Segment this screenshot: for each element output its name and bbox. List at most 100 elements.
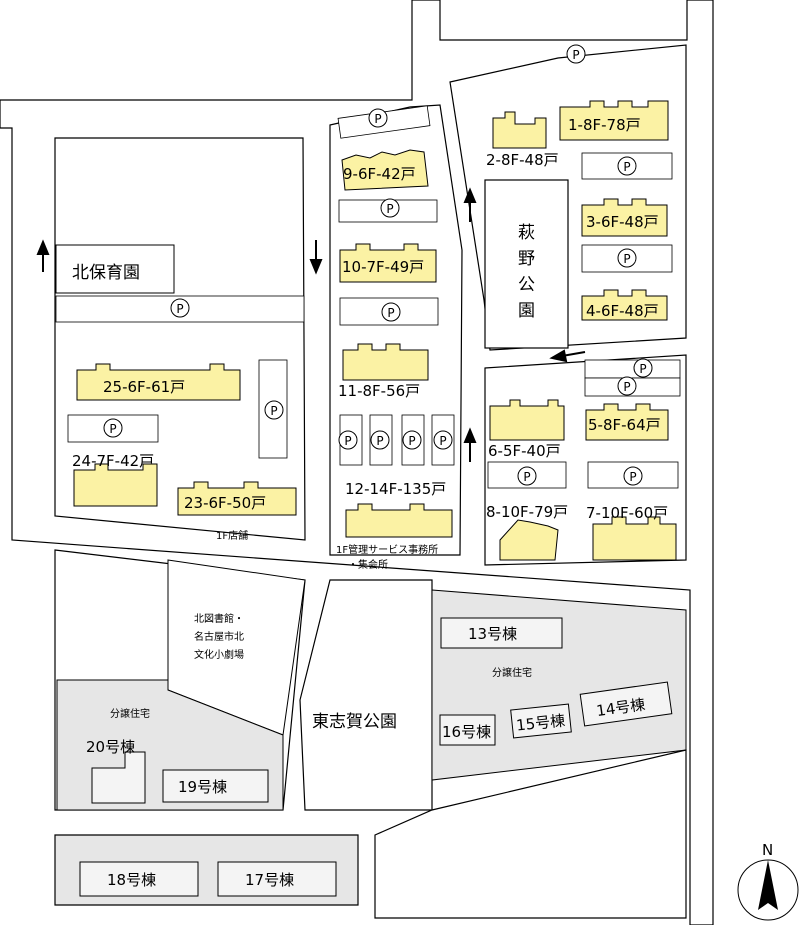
building-13-label: 13号棟: [468, 625, 517, 643]
parking-icon: P: [566, 44, 586, 64]
building-10-label: 10-7F-49戸: [342, 258, 424, 276]
parking-icon: P: [338, 430, 358, 450]
sale-buildings: [79, 617, 673, 897]
nursery-label: 北保育園: [72, 263, 140, 283]
svg-text:P: P: [639, 362, 646, 376]
building-8-shape: [499, 519, 559, 561]
parking-icon: P: [402, 430, 422, 450]
building-5-shape: [585, 403, 669, 441]
building-7-shape: [592, 516, 677, 561]
higashishiga-park-area: [299, 579, 433, 811]
svg-text:P: P: [270, 404, 277, 418]
library-label-line-1: 北図書館・: [194, 612, 244, 625]
building-4-shape: [581, 289, 668, 321]
parking-icon: P: [380, 198, 400, 218]
svg-text:P: P: [374, 112, 381, 126]
building-20-shape: [91, 751, 146, 804]
building-20-label: 20号棟: [86, 738, 135, 756]
hagino-park-label: 萩 野 公 園: [518, 223, 535, 321]
parking-icon: P: [517, 466, 537, 486]
building-16-label: 16号棟: [442, 723, 491, 741]
svg-text:P: P: [408, 434, 415, 448]
building-17-label: 17号棟: [245, 871, 294, 889]
library-label: 北図書館・ 名古屋市北 文化小劇場: [194, 612, 244, 661]
nursery-building: 北保育園: [55, 244, 175, 294]
building-7-label: 7-10F-60戸: [586, 504, 668, 522]
parking-icon: P: [170, 298, 190, 318]
building-11-label: 11-8F-56戸: [338, 382, 420, 400]
parking-icon: P: [381, 302, 401, 322]
higashishiga-park-label: 東志賀公園: [312, 712, 397, 732]
building-10-shape: [339, 243, 437, 283]
building-11-shape: [342, 343, 429, 381]
office-label: 1F管理サービス事務所 ・集会所: [336, 543, 438, 571]
office-label-line-2: ・集会所: [348, 558, 388, 571]
building-9-label: 9-6F-42戸: [343, 165, 416, 183]
svg-text:P: P: [523, 470, 530, 484]
parking-icon: P: [368, 108, 388, 128]
building-25-label: 25-6F-61戸: [103, 378, 185, 396]
parking-icon: P: [103, 418, 123, 438]
svg-text:P: P: [629, 470, 636, 484]
hagino-park: [484, 179, 569, 349]
direction-arrow-icon: [309, 240, 323, 275]
building-9-shape: [341, 149, 429, 191]
building-23-label: 23-6F-50戸: [184, 494, 266, 512]
sale-east-label: 分譲住宅: [492, 666, 532, 679]
building-6-label: 6-5F-40戸: [488, 442, 561, 460]
svg-text:P: P: [176, 302, 183, 316]
building-15-label: 15号棟: [515, 712, 566, 735]
svg-text:P: P: [376, 434, 383, 448]
north-label: N: [762, 841, 773, 859]
building-25-shape: [76, 363, 241, 401]
hagino-park-char-2: 野: [518, 249, 535, 269]
svg-text:P: P: [623, 252, 630, 266]
library-label-line-3: 文化小劇場: [194, 648, 244, 661]
hagino-park-char-3: 公: [518, 275, 535, 295]
building-2-label: 2-8F-48戸: [486, 151, 559, 169]
svg-text:P: P: [572, 48, 579, 62]
parking-icon: P: [433, 430, 453, 450]
building-4-label: 4-6F-48戸: [586, 302, 659, 320]
direction-arrow-icon: [549, 349, 586, 363]
north-arrow-icon: N: [737, 841, 799, 921]
direction-arrows: [36, 187, 586, 462]
parking-icon: P: [633, 358, 653, 378]
building-2-shape: [492, 111, 547, 149]
direction-arrow-icon: [463, 427, 477, 462]
building-1-shape: [559, 100, 669, 141]
building-12-shape: [345, 503, 453, 538]
svg-text:P: P: [439, 434, 446, 448]
svg-text:P: P: [109, 422, 116, 436]
parking-icon: P: [370, 430, 390, 450]
parking-icon: P: [617, 376, 637, 396]
shop-label: 1F店舗: [216, 529, 248, 542]
building-19-label: 19号棟: [178, 778, 227, 796]
svg-text:P: P: [623, 380, 630, 394]
library-label-line-2: 名古屋市北: [194, 630, 244, 643]
svg-text:P: P: [623, 160, 630, 174]
building-18-label: 18号棟: [107, 871, 156, 889]
svg-text:P: P: [386, 202, 393, 216]
building-18-shape: [79, 861, 199, 897]
building-24-label: 24-7F-42戸: [72, 452, 154, 470]
building-14-shape: [579, 681, 673, 727]
building-23-shape: [177, 481, 297, 516]
building-1-label: 1-8F-78戸: [568, 116, 641, 134]
building-15-shape: [510, 703, 572, 739]
sale-west-label: 分譲住宅: [110, 707, 150, 720]
parking-icon: P: [623, 466, 643, 486]
parking-icon: P: [617, 156, 637, 176]
building-6-shape: [489, 399, 565, 441]
building-13-shape: [440, 617, 563, 649]
svg-text:P: P: [344, 434, 351, 448]
building-16-shape: [439, 714, 496, 746]
svg-text:P: P: [387, 306, 394, 320]
direction-arrow-icon: [463, 187, 477, 222]
building-5-label: 5-8F-64戸: [588, 416, 661, 434]
rental-buildings: [73, 100, 677, 561]
block-bottom-right: [374, 749, 687, 919]
parking-icon: P: [264, 400, 284, 420]
